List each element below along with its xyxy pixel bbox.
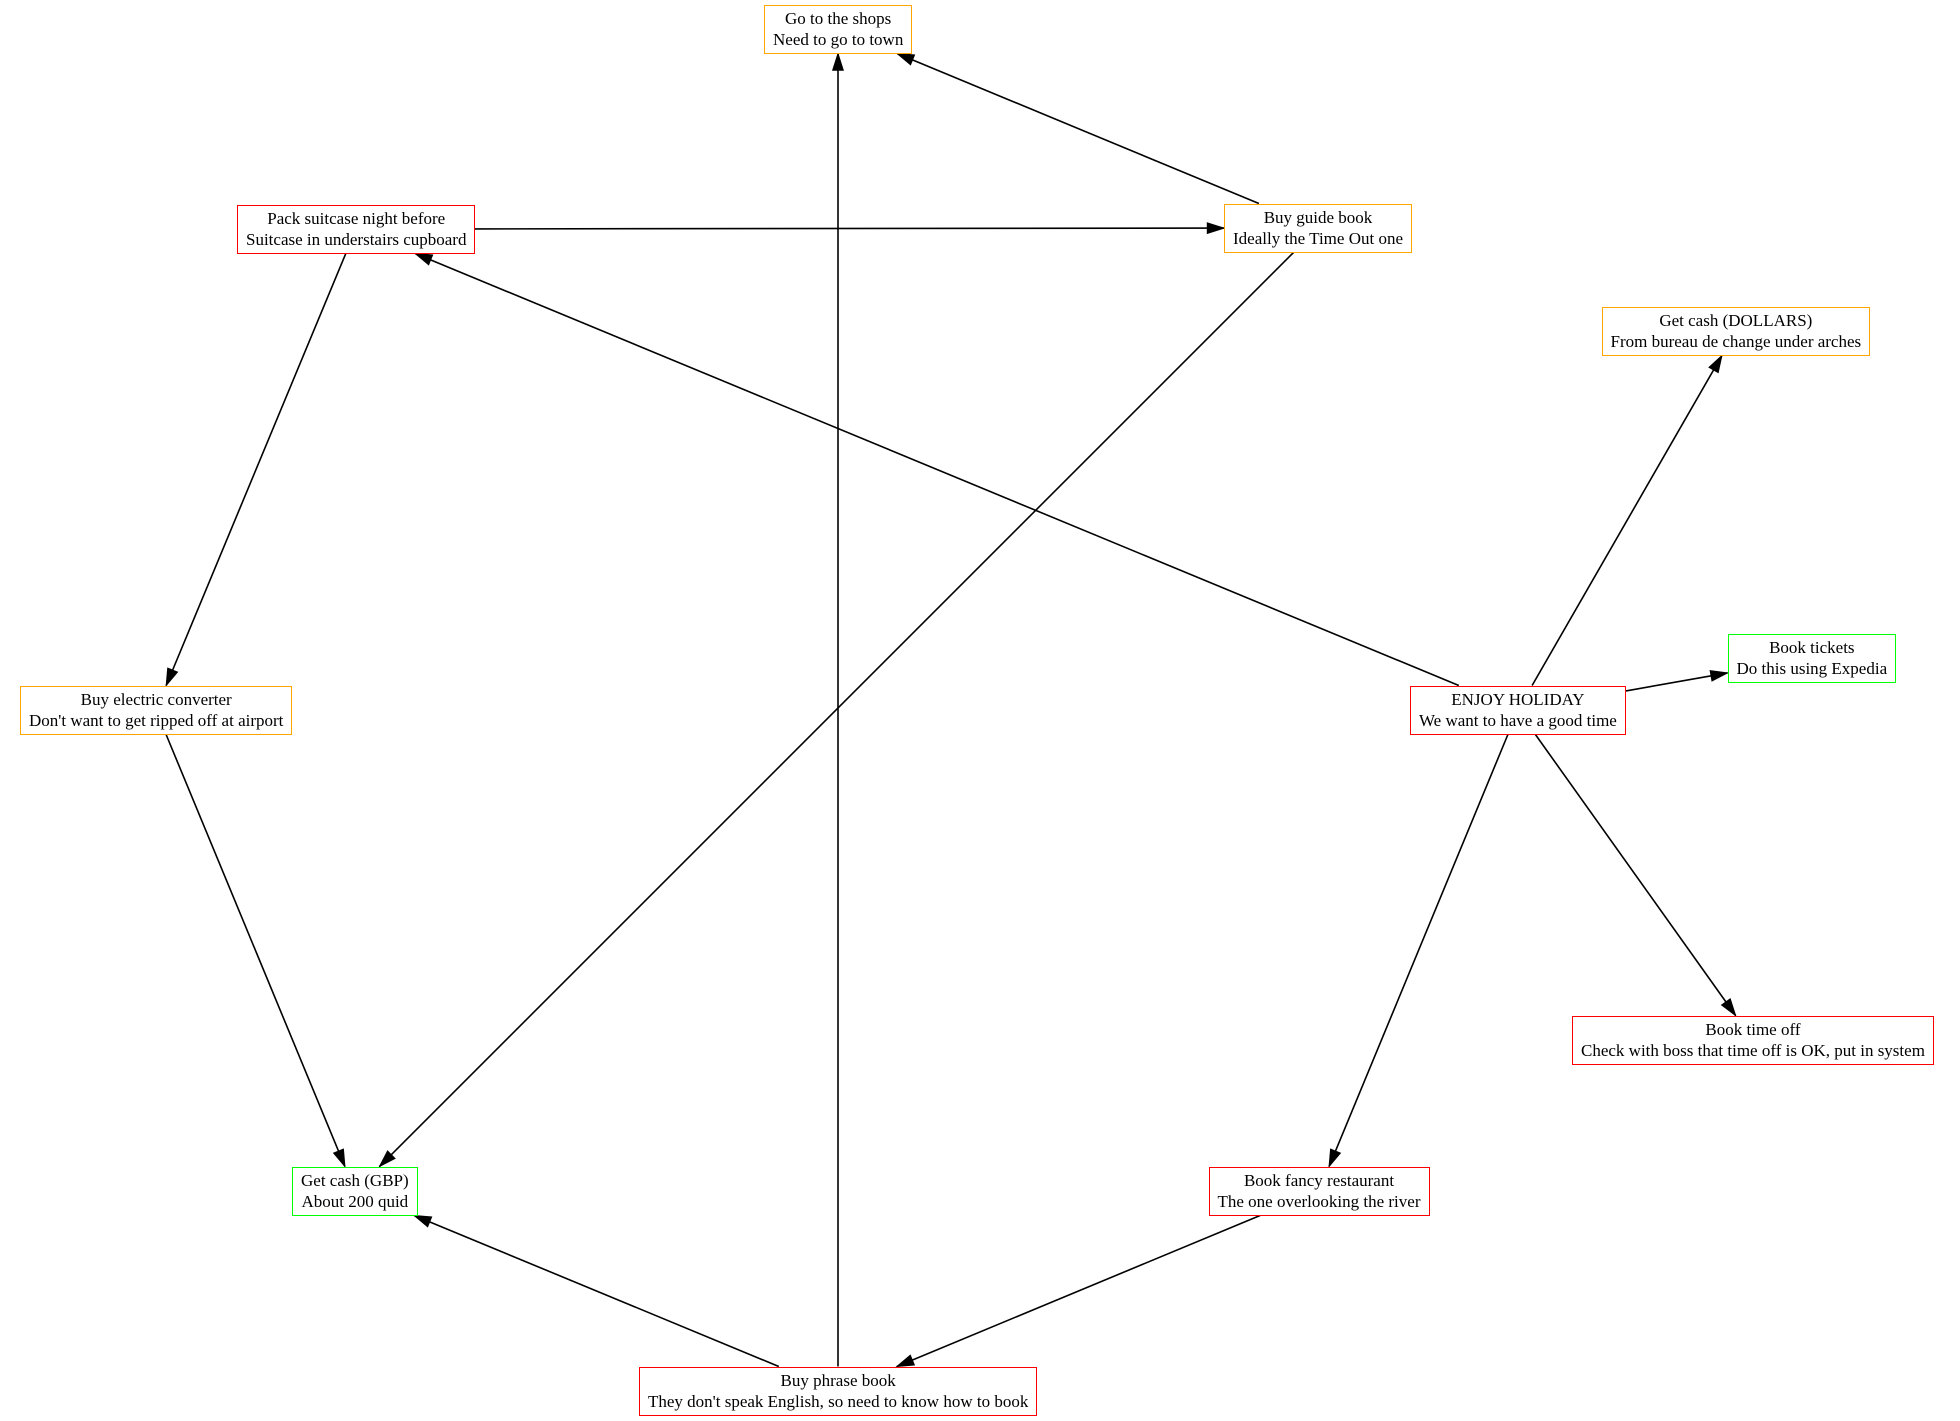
node-title: ENJOY HOLIDAY — [1451, 689, 1585, 709]
diagram-node-get-cash-gbp: Get cash (GBP)About 200 quid — [292, 1166, 418, 1216]
edge-enjoy-holiday-to-book-fancy-restaurant — [1328, 734, 1509, 1169]
edge-enjoy-holiday-to-book-time-off — [1534, 734, 1737, 1017]
edge-enjoy-holiday-to-get-cash-dollars — [1531, 354, 1723, 686]
node-subtitle: We want to have a good time — [1419, 710, 1617, 730]
edge-buy-electric-converter-to-get-cash-gbp — [165, 734, 346, 1169]
node-subtitle: Do this using Expedia — [1736, 658, 1888, 678]
node-subtitle: From bureau de change under arches — [1610, 331, 1862, 351]
node-title: Get cash (DOLLARS) — [1659, 310, 1813, 330]
node-title: Book time off — [1705, 1019, 1801, 1039]
edge-enjoy-holiday-to-pack-suitcase — [413, 252, 1460, 687]
node-subtitle: The one overlooking the river — [1217, 1191, 1421, 1211]
node-subtitle: About 200 quid — [301, 1191, 409, 1211]
node-title: Book tickets — [1769, 637, 1855, 657]
node-subtitle: Need to go to town — [773, 29, 904, 49]
node-title: Go to the shops — [785, 8, 892, 28]
edge-pack-suitcase-to-buy-electric-converter — [165, 253, 347, 688]
node-title: Buy guide book — [1263, 207, 1373, 227]
edge-enjoy-holiday-to-book-tickets — [1625, 670, 1730, 692]
node-title: Buy phrase book — [780, 1370, 896, 1390]
node-subtitle: Don't want to get ripped off at airport — [29, 710, 284, 730]
edge-buy-phrase-book-to-get-cash-gbp — [412, 1214, 780, 1368]
node-subtitle: Suitcase in understairs cupboard — [246, 229, 467, 249]
node-title: Buy electric converter — [80, 689, 232, 709]
node-title: Pack suitcase night before — [267, 208, 446, 228]
diagram-node-get-cash-dollars: Get cash (DOLLARS)From bureau de change … — [1601, 306, 1871, 356]
node-subtitle: They don't speak English, so need to kno… — [648, 1391, 1029, 1411]
node-subtitle: Ideally the Time Out one — [1233, 228, 1403, 248]
node-title: Book fancy restaurant — [1243, 1170, 1395, 1190]
edge-pack-suitcase-to-buy-guide-book — [474, 222, 1226, 235]
node-subtitle: Check with boss that time off is OK, put… — [1581, 1040, 1925, 1060]
edge-buy-guide-book-to-get-cash-gbp — [378, 251, 1295, 1168]
edge-buy-guide-book-to-go-to-the-shops — [895, 52, 1260, 205]
edge-book-fancy-restaurant-to-buy-phrase-book — [895, 1214, 1261, 1368]
node-title: Get cash (GBP) — [301, 1170, 409, 1190]
